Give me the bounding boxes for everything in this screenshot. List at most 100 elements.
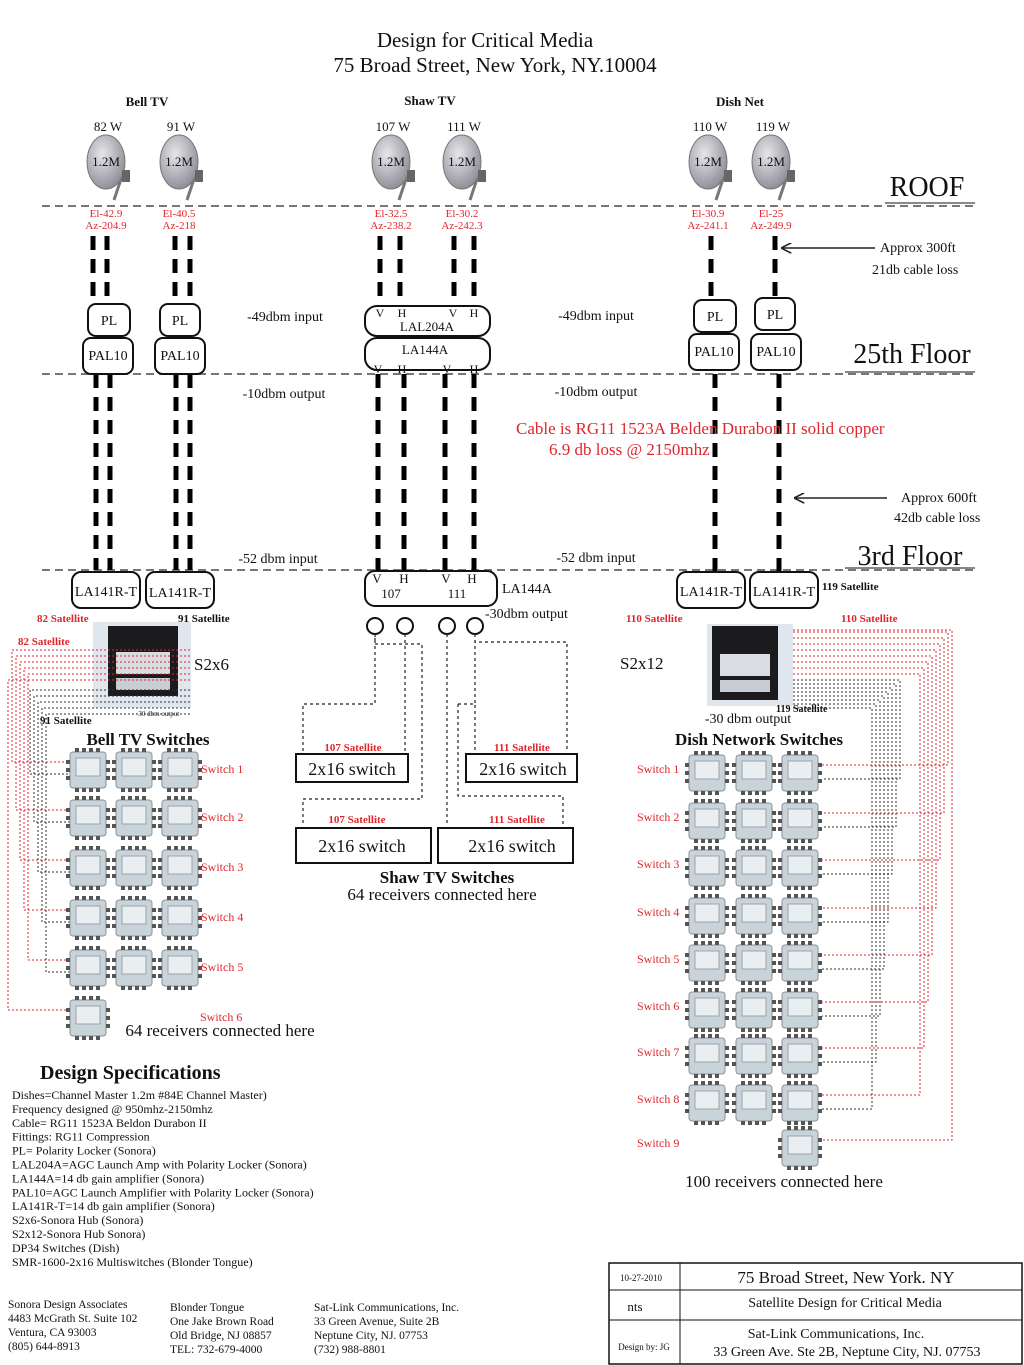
specs-heading: Design Specifications	[40, 1062, 221, 1084]
multiswitch-icon	[685, 894, 729, 938]
multiswitch-icon	[158, 946, 202, 990]
satellite-label: 82 Satellite	[18, 636, 70, 648]
company-address: 33 Green Ave. Ste 2B, Neptune City, NJ. …	[713, 1345, 980, 1360]
contact-line: 4483 McGrath St. Suite 102	[8, 1313, 138, 1325]
spec-line: Cable= RG11 1523A Beldon Durabon II	[12, 1116, 207, 1130]
multiswitch-icon	[66, 748, 110, 792]
orbit-label: 111 W	[447, 119, 482, 134]
pal10-box	[154, 337, 206, 375]
s2x12-hub	[707, 624, 793, 706]
svg-text:V: V	[376, 306, 385, 320]
cable-spec-line-1: Cable is RG11 1523A Belden Durabon II so…	[516, 419, 885, 438]
multiswitch-icon	[778, 894, 822, 938]
contact-line: Sonora Design Associates	[8, 1299, 128, 1311]
la144a-box	[364, 337, 491, 371]
multiswitch-icon	[66, 946, 110, 990]
input-level-label: -52 dbm input	[556, 551, 635, 566]
multiswitch-icon	[778, 1081, 822, 1125]
orbit-label: 91 W	[167, 119, 196, 134]
satellite-label: 82 Satellite	[37, 613, 89, 625]
la144a-box	[364, 570, 498, 607]
satellite-label: 91 Satellite	[178, 613, 230, 625]
multiswitch-icon	[778, 846, 822, 890]
approx-300ft: Approx 300ft	[880, 241, 956, 256]
provider-bell: Bell TV	[126, 94, 169, 109]
spec-line: LA141R-T=14 db gain amplifier (Sonora)	[12, 1199, 215, 1213]
switch-label: Switch 6	[200, 1010, 242, 1024]
dish-size: 1.2M	[694, 154, 722, 169]
scale: nts	[627, 1299, 642, 1314]
dish-3rd-floor-equipment: LA141R-T LA141R-T	[676, 571, 819, 609]
spec-line: S2x12-Sonora Hub Sonora)	[12, 1227, 145, 1241]
output-level-label: -30 dbm output	[705, 712, 791, 727]
multiswitch-icon	[685, 941, 729, 985]
shaw-receivers: 64 receivers connected here	[347, 885, 536, 904]
satellite-dish-icon	[688, 134, 728, 190]
company: Sat-Link Communications, Inc.	[748, 1327, 925, 1342]
specs-list: Dishes=Channel Master 1.2m #84E Channel …	[12, 1088, 314, 1269]
multiswitch-icon	[732, 846, 776, 890]
satellite-dish-icon	[159, 134, 199, 190]
multiswitch-icon	[732, 941, 776, 985]
svg-text:H: H	[399, 571, 408, 586]
svg-text:LA141R-T: LA141R-T	[680, 585, 743, 600]
shaw-switch-111a	[465, 753, 578, 783]
satellite-label: 119 Satellite	[776, 704, 828, 715]
satellite-label: 111 Satellite	[489, 814, 545, 826]
pal10-box	[750, 333, 802, 371]
azimuth-label: Az-241.1	[687, 220, 728, 232]
multiswitch-icon	[732, 751, 776, 795]
multiswitch-icon	[732, 1034, 776, 1078]
output-level-label: -10dbm output	[555, 385, 638, 400]
dish-size: 1.2M	[757, 154, 785, 169]
svg-text:2x16 switch: 2x16 switch	[318, 836, 406, 856]
multiswitch-icon	[778, 1034, 822, 1078]
multiswitch-icon	[66, 846, 110, 890]
pl-box	[159, 303, 201, 337]
svg-text:V: V	[449, 306, 458, 320]
azimuth-label: Az-249.9	[750, 220, 792, 232]
svg-text:H: H	[467, 571, 476, 586]
multiswitch-icon	[685, 988, 729, 1032]
svg-text:H: H	[470, 362, 479, 376]
shaw-switch-111b	[437, 827, 574, 864]
spec-line: SMR-1600-2x16 Multiswitches (Blonder Ton…	[12, 1255, 253, 1269]
bell-25th-floor-equipment: PL PL PAL10 PAL10	[82, 303, 206, 375]
elevation-label: El-30.2	[446, 208, 479, 220]
output-level-label: -30dbm output	[485, 607, 568, 622]
switch-feed-lines	[7, 629, 953, 1141]
multiswitch-icon	[158, 896, 202, 940]
shaw-switch-107a	[295, 753, 409, 783]
pl-box	[693, 299, 737, 333]
orbit-label: 82 W	[94, 119, 123, 134]
satellite-label: 111 Satellite	[494, 742, 550, 754]
pal10-box	[82, 337, 134, 375]
dish-size: 1.2M	[165, 154, 193, 169]
svg-text:LA141R-T: LA141R-T	[149, 586, 212, 601]
azimuth-label: Az-238.2	[370, 220, 411, 232]
shaw-25th-floor-equipment: V H V H LAL204A LA144A V H V H	[364, 305, 491, 376]
orbit-label: 110 W	[693, 119, 728, 134]
switch-label: Switch 3	[637, 857, 679, 871]
spec-line: LA144A=14 db gain amplifier (Sonora)	[12, 1171, 204, 1185]
contact-line: Sat-Link Communications, Inc.	[314, 1302, 459, 1314]
switch-label: Switch 4	[201, 910, 243, 924]
input-level-label: -49dbm input	[558, 309, 634, 324]
lal204a-box	[364, 305, 491, 337]
switch-label: Switch 4	[637, 905, 679, 919]
multiswitch-icon	[685, 846, 729, 890]
switch-label: Switch 3	[201, 860, 243, 874]
cable-runs	[90, 236, 782, 572]
la141rt-box	[145, 571, 215, 609]
azimuth-label: Az-242.3	[441, 220, 483, 232]
svg-text:2x16 switch: 2x16 switch	[308, 759, 396, 779]
azimuth-label: Az-204.9	[85, 220, 127, 232]
satellite-dish-icon	[371, 134, 411, 190]
title-line-1: Design for Critical Media	[377, 28, 594, 52]
satellite-label: 119 Satellite	[822, 581, 879, 593]
satellite-label: 107 Satellite	[328, 814, 385, 826]
switch-label: Switch 7	[637, 1045, 679, 1059]
